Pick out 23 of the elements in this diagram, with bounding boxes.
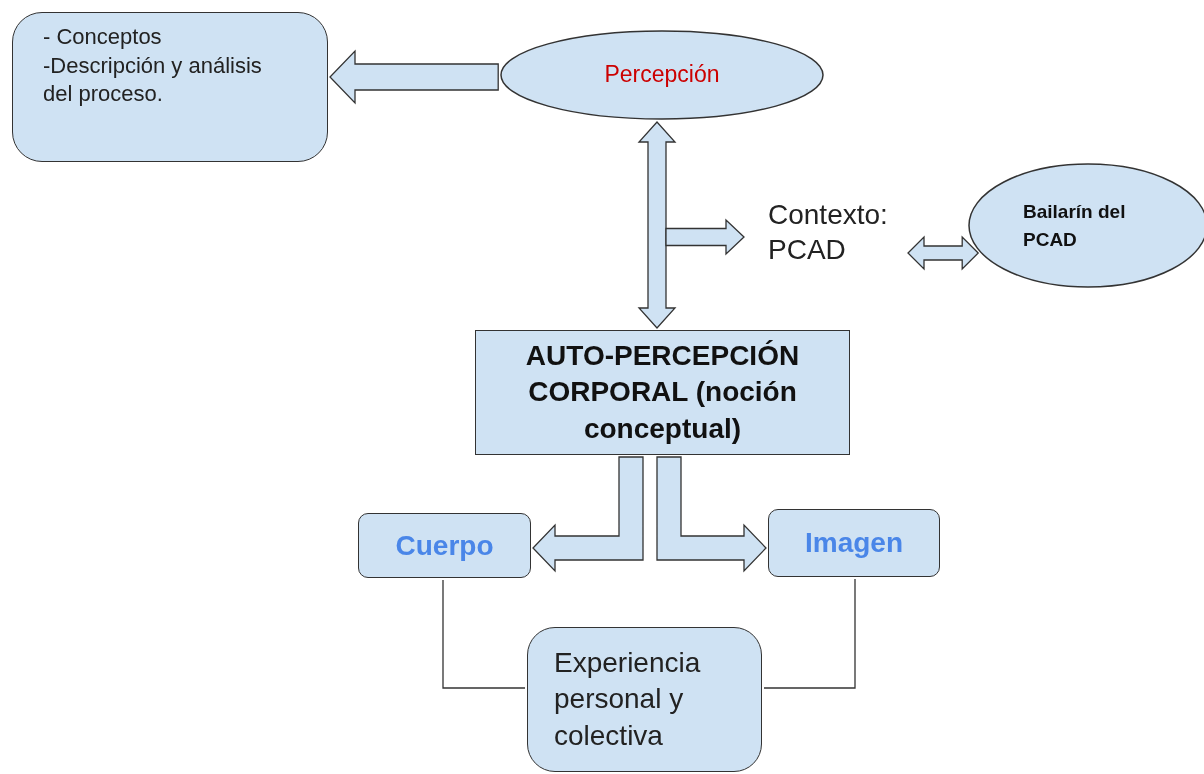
node-text: Contexto: PCAD bbox=[768, 198, 889, 267]
node-text: - Conceptos bbox=[43, 23, 163, 51]
node-text: -Descripción y análisis del proceso. bbox=[43, 51, 263, 109]
rounded-box bbox=[527, 627, 762, 772]
block-arrow bbox=[665, 218, 745, 256]
concept-box bbox=[475, 330, 850, 455]
node-text: Cuerpo bbox=[395, 528, 494, 563]
rounded-box bbox=[12, 12, 328, 162]
node-text: Percepción bbox=[604, 61, 720, 89]
connector-line bbox=[442, 579, 526, 689]
connector-line bbox=[763, 578, 856, 689]
ellipse-node bbox=[500, 30, 824, 120]
node-text: AUTO-PERCEPCIÓN CORPORAL (noción conceptual) bbox=[524, 338, 801, 446]
block-arrow bbox=[532, 456, 644, 573]
node-text: Experiencia personal y colectiva bbox=[554, 645, 702, 753]
block-arrow bbox=[637, 121, 677, 329]
rounded-box bbox=[358, 513, 531, 578]
node-text: Bailarín del PCAD bbox=[1023, 199, 1127, 252]
rounded-box bbox=[768, 509, 940, 577]
block-arrow bbox=[329, 49, 499, 105]
node-text: Imagen bbox=[805, 526, 903, 560]
block-arrow bbox=[656, 456, 767, 573]
block-arrow bbox=[907, 235, 980, 271]
